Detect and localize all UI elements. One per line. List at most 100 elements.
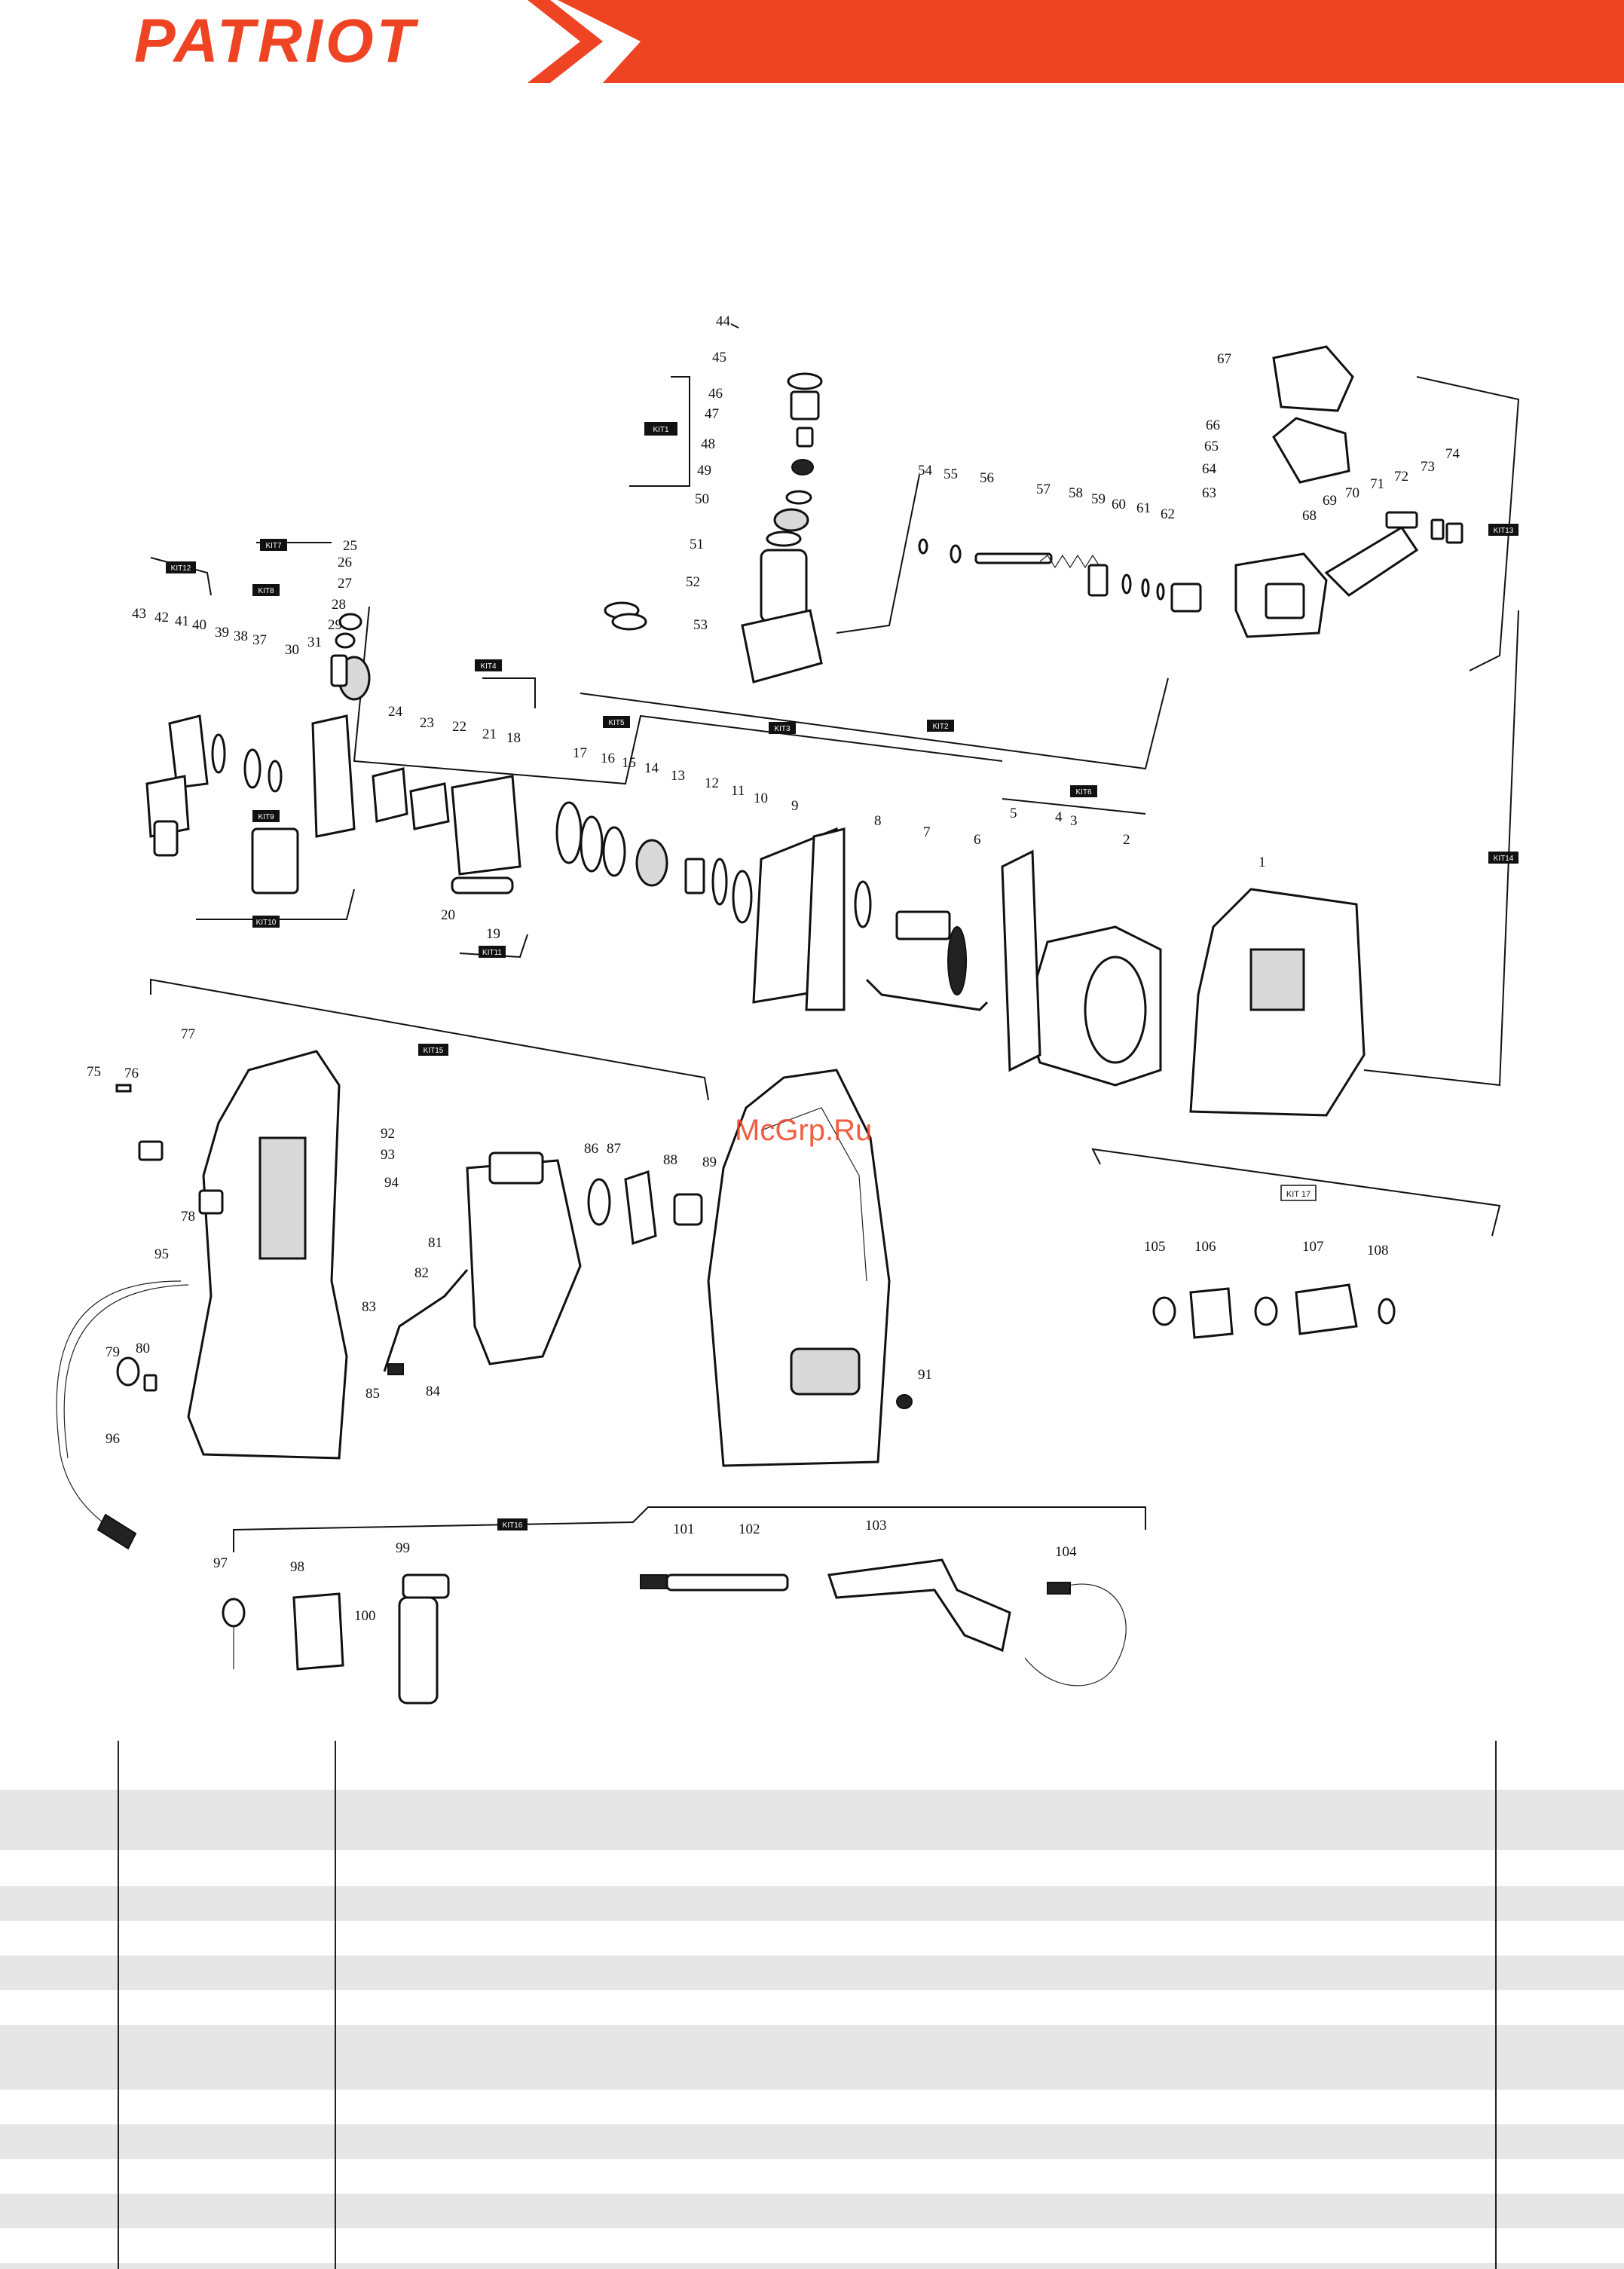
part-label: 63 — [1202, 485, 1216, 501]
part-label: 50 — [695, 491, 709, 507]
part-label: 105 — [1144, 1239, 1166, 1255]
part-label: 24 — [388, 704, 403, 720]
kit-label: KIT8 — [258, 587, 274, 595]
part-label: 75 — [87, 1064, 101, 1080]
part-label: 62 — [1161, 506, 1175, 522]
part-label: 98 — [290, 1559, 304, 1575]
header-bar — [528, 0, 1624, 83]
part-label: 37 — [252, 632, 267, 648]
part-label: 96 — [106, 1431, 120, 1447]
part-label: 52 — [686, 574, 700, 590]
kit-label: KIT5 — [608, 719, 625, 727]
part-label: 8 — [874, 813, 882, 829]
part-label: 10 — [754, 790, 768, 806]
kit-label: KIT6 — [1075, 788, 1092, 797]
part-label: 18 — [506, 730, 521, 746]
kit-label: KIT13 — [1494, 527, 1514, 535]
part-label: 102 — [739, 1521, 760, 1537]
part-label: 22 — [452, 719, 466, 735]
part-label: 6 — [974, 832, 981, 848]
part-label: 99 — [396, 1540, 410, 1556]
part-label: 81 — [428, 1235, 442, 1251]
part-label: 16 — [601, 751, 615, 766]
part-label: 25 — [343, 538, 357, 554]
part-label: 12 — [705, 775, 719, 791]
part-label: 78 — [181, 1209, 195, 1225]
part-label: 79 — [106, 1344, 120, 1360]
part-label: 40 — [192, 617, 206, 633]
part-label: 31 — [307, 635, 322, 650]
part-label: 1 — [1259, 855, 1266, 870]
kit-labels: KIT1 KIT2 KIT3 KIT4 KIT5 KIT6 KIT7 KIT8 … — [166, 422, 1518, 1531]
part-label: 76 — [124, 1066, 139, 1081]
table-row — [0, 2124, 1624, 2159]
part-label: 28 — [332, 597, 346, 613]
table-row — [0, 2263, 1624, 2269]
part-label: 38 — [234, 628, 248, 644]
part-label: 48 — [701, 436, 715, 452]
kit-label: KIT15 — [424, 1047, 444, 1055]
kit-label: KIT 17 — [1286, 1190, 1311, 1199]
kit-label: KIT14 — [1494, 855, 1514, 863]
part-label: 19 — [486, 926, 500, 942]
part-label: 107 — [1302, 1239, 1324, 1255]
part-label: 80 — [136, 1341, 150, 1356]
part-label: 39 — [215, 625, 229, 641]
part-label: 11 — [731, 783, 745, 799]
part-label: 3 — [1070, 813, 1078, 829]
kit-label: KIT3 — [774, 725, 791, 733]
watermark: McGrp.Ru — [735, 1114, 873, 1147]
part-label: 74 — [1445, 446, 1460, 462]
part-label: 94 — [384, 1175, 399, 1191]
assembly-lines — [150, 323, 1520, 1552]
part-label: 108 — [1367, 1243, 1389, 1258]
kit-label: KIT9 — [258, 813, 274, 821]
table-row — [0, 1956, 1624, 1990]
part-label: 23 — [420, 715, 434, 731]
kit-label: KIT1 — [653, 426, 669, 434]
part-label: 59 — [1091, 491, 1106, 507]
part-label: 101 — [673, 1521, 695, 1537]
header-accent-band — [558, 0, 1624, 83]
chevron-right-icon — [528, 0, 603, 83]
kit-label: KIT10 — [256, 919, 277, 927]
pump-valve-group — [604, 372, 823, 683]
part-label: 87 — [607, 1141, 621, 1157]
part-label: 64 — [1202, 461, 1217, 477]
part-label: 51 — [690, 537, 704, 552]
part-label: 73 — [1421, 459, 1435, 475]
part-label: 46 — [708, 386, 723, 402]
part-label: 70 — [1345, 485, 1359, 501]
kit-label: KIT11 — [482, 949, 502, 957]
part-label: 66 — [1206, 417, 1220, 433]
part-label: 83 — [362, 1299, 376, 1315]
kit-label: KIT16 — [503, 1521, 523, 1530]
part-label: 47 — [705, 406, 719, 422]
part-label: 4 — [1055, 809, 1063, 825]
kit-label: KIT12 — [171, 564, 191, 573]
part-label: 57 — [1036, 482, 1051, 497]
part-label: 82 — [414, 1265, 429, 1281]
part-label: 72 — [1394, 469, 1408, 485]
part-label: 86 — [584, 1141, 598, 1157]
part-label: 88 — [663, 1152, 677, 1168]
part-label: 106 — [1194, 1239, 1216, 1255]
part-label: 58 — [1069, 485, 1083, 501]
part-label: 21 — [482, 726, 497, 742]
part-label: 29 — [328, 617, 342, 633]
table-row — [0, 2194, 1624, 2228]
part-label: 9 — [791, 798, 799, 814]
unloader-group — [918, 538, 1202, 613]
part-label: 60 — [1112, 497, 1126, 512]
motor-pump-group — [555, 801, 1366, 1117]
part-label: 89 — [702, 1154, 717, 1170]
part-label: 71 — [1370, 476, 1384, 492]
part-label: 61 — [1136, 500, 1151, 516]
part-label: 26 — [338, 555, 352, 570]
part-label: 41 — [175, 613, 189, 629]
part-label: 49 — [697, 463, 711, 479]
part-label: 17 — [573, 745, 587, 761]
part-label: 84 — [426, 1384, 441, 1399]
housing-rear-group — [56, 1050, 703, 1550]
exploded-parts-diagram: KIT1 KIT2 KIT3 KIT4 KIT5 KIT6 KIT7 KIT8 … — [56, 313, 1520, 1705]
